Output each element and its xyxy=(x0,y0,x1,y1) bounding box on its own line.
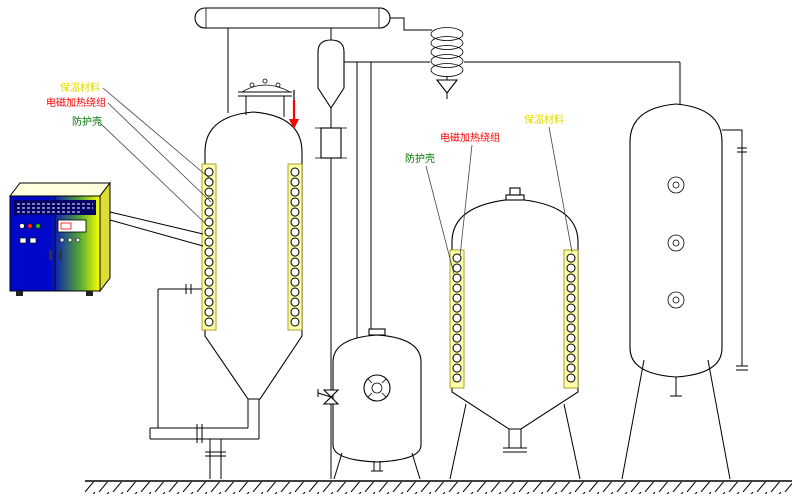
middle-evaporator-vessel xyxy=(449,187,581,480)
cabinet-foot xyxy=(16,291,23,296)
panel-switch xyxy=(19,237,27,244)
label-insulation-left: 保温材料 xyxy=(60,81,100,94)
left-annotations: 保温材料 电磁加热绕组 防护壳 xyxy=(46,81,215,225)
right-annotations: 保温材料 电磁加热绕组 防护壳 xyxy=(405,113,573,275)
label-insulation-right: 保温材料 xyxy=(524,113,564,126)
panel-button xyxy=(67,237,73,243)
tank-gauge xyxy=(363,374,391,402)
coil-drain-funnel xyxy=(435,79,459,94)
cabinet-top-face xyxy=(8,182,112,197)
cabinet-display xyxy=(57,219,87,233)
label-protective-shell-right: 防护壳 xyxy=(405,152,435,165)
ground xyxy=(85,480,792,494)
label-protective-shell-left: 防护壳 xyxy=(72,115,102,128)
cabinet-cables xyxy=(109,211,204,247)
drain-valve xyxy=(317,389,340,405)
cooling-coil xyxy=(430,27,464,99)
top-horizontal-drum xyxy=(194,7,391,29)
feed-arrow xyxy=(289,90,299,129)
indicator-light xyxy=(19,223,25,229)
panel-button xyxy=(75,237,81,243)
sight-glass xyxy=(315,127,347,159)
receiver-tank xyxy=(332,328,422,480)
sight-port xyxy=(667,176,685,194)
label-heating-coil-right: 电磁加热绕组 xyxy=(440,131,500,144)
door-handle xyxy=(49,250,52,260)
cabinet-foot xyxy=(86,291,93,296)
piping xyxy=(149,17,748,479)
condenser-vessel xyxy=(317,39,345,110)
insulation-band xyxy=(287,163,303,331)
manhole-assembly xyxy=(238,78,292,117)
door-handle xyxy=(59,250,62,260)
panel-button xyxy=(59,237,65,243)
indicator-light xyxy=(27,223,33,229)
control-cabinet xyxy=(8,181,112,296)
sight-port xyxy=(667,291,685,309)
label-heating-coil-left: 电磁加热绕组 xyxy=(46,96,106,109)
insulation-band xyxy=(201,163,217,331)
indicator-light xyxy=(35,223,41,229)
left-evaporator-vessel xyxy=(201,78,303,400)
cabinet-side-face xyxy=(99,181,111,293)
sight-port xyxy=(667,234,685,252)
right-column xyxy=(621,103,731,480)
panel-switch xyxy=(29,237,37,244)
